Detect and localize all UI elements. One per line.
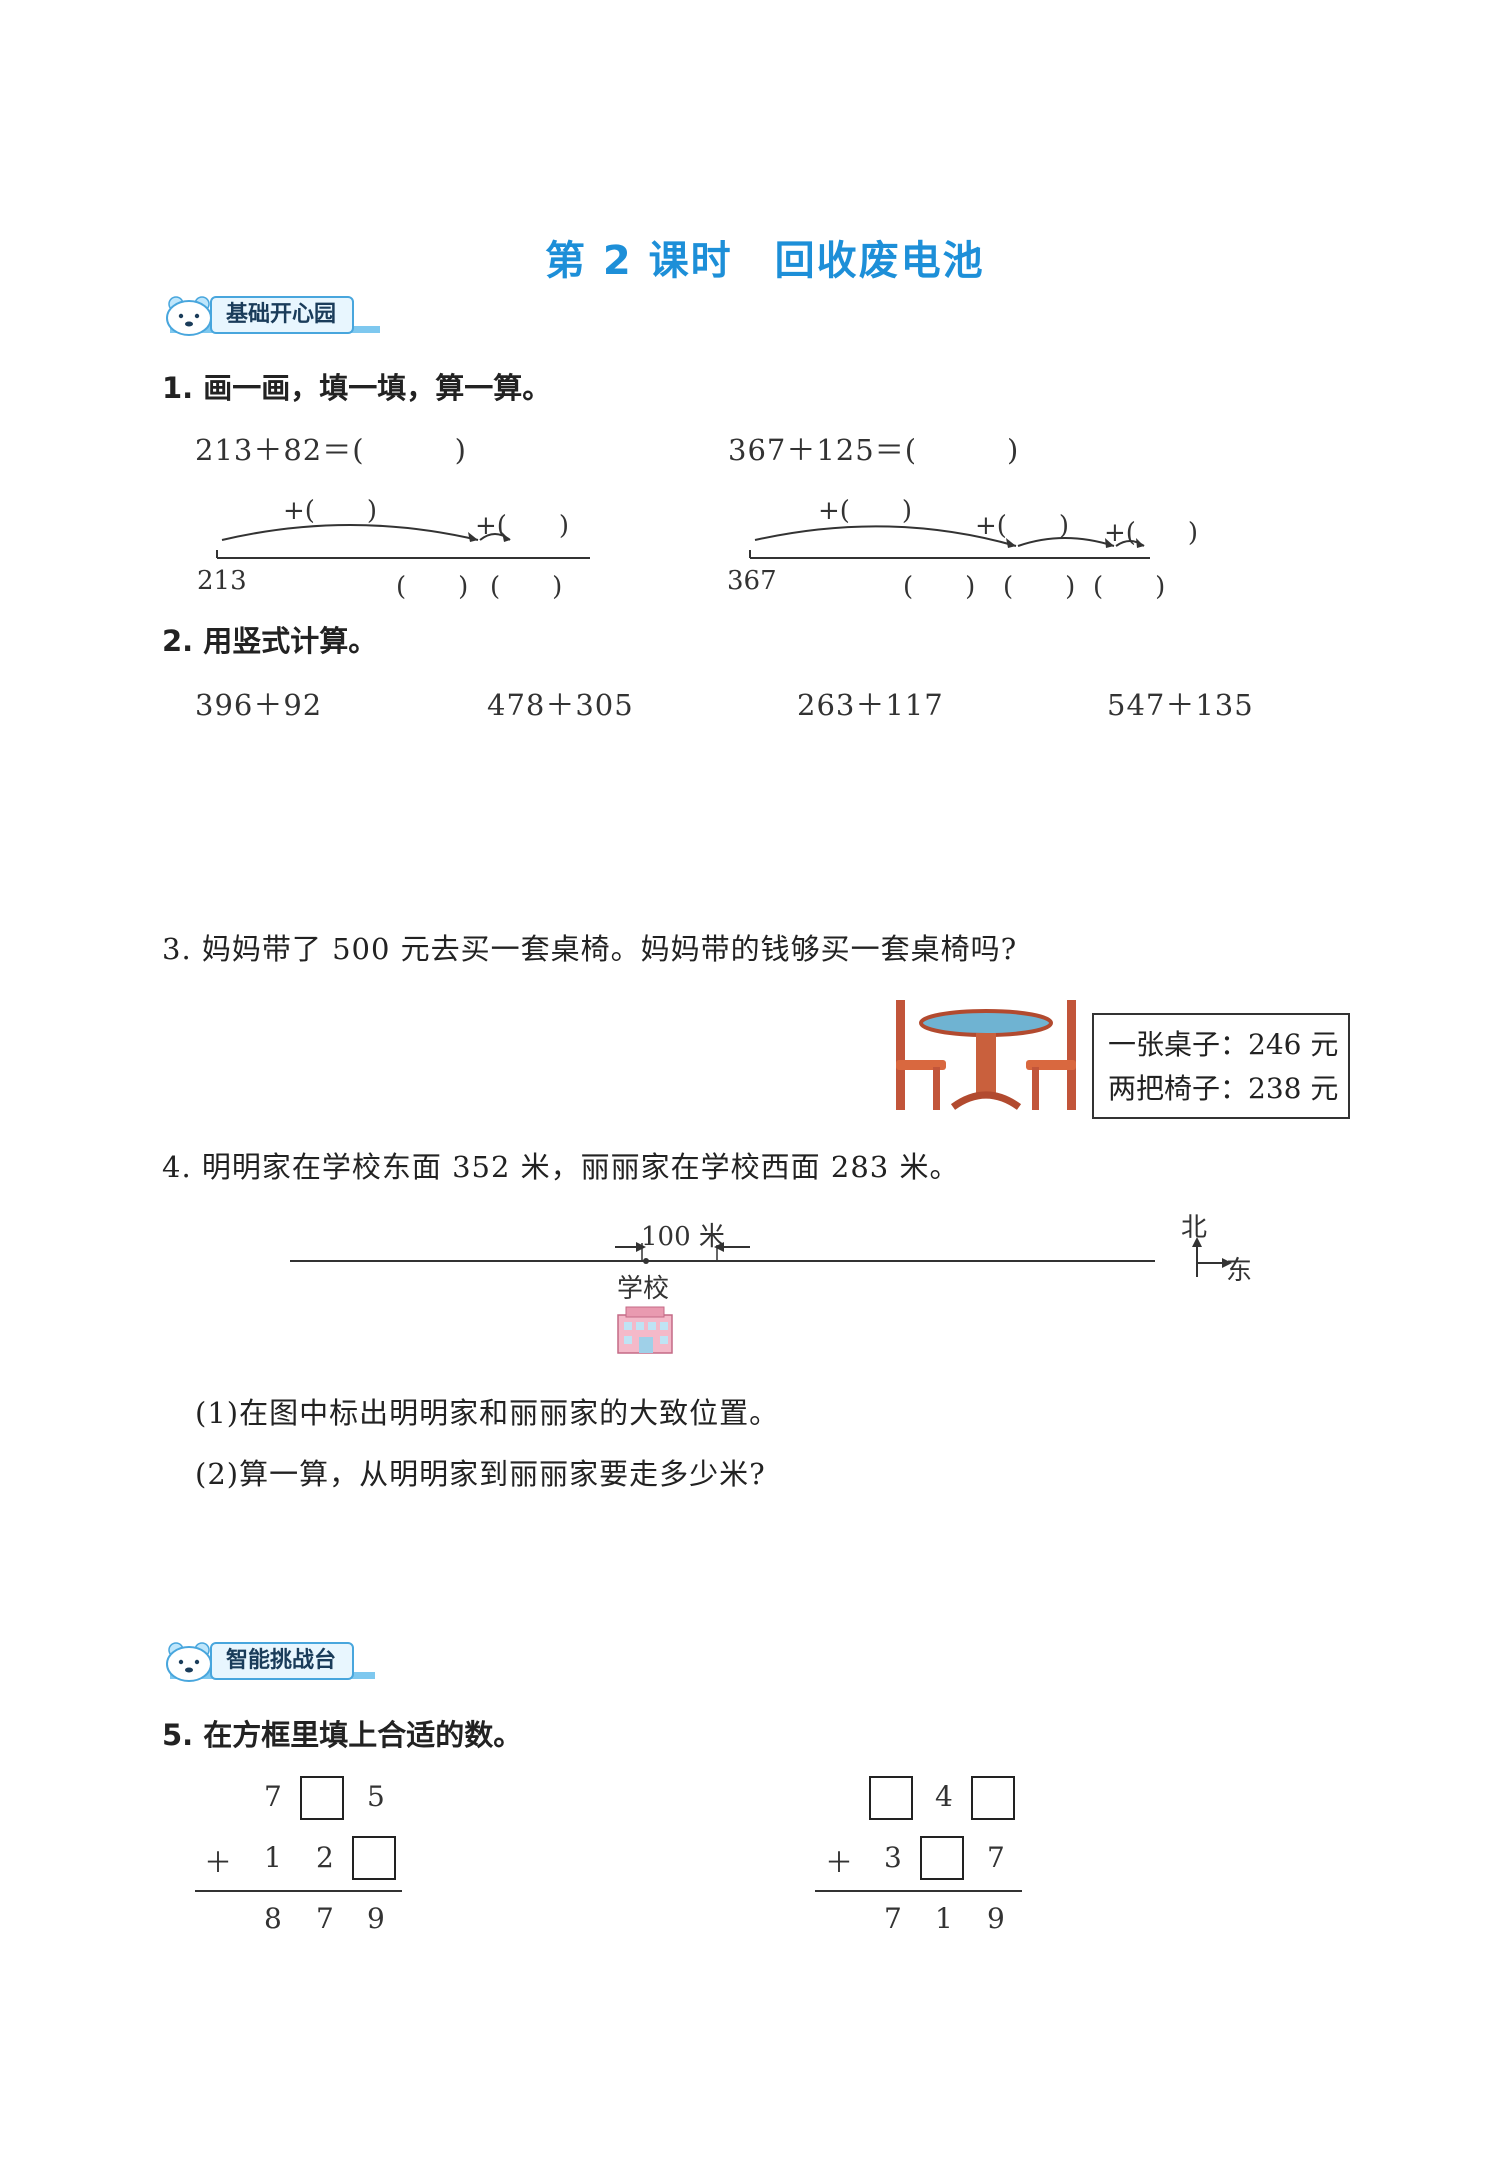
school-icon [617,1306,673,1354]
q1-eq-right: 367＋125＝( ) [728,433,1020,467]
q1-left-jump1: +( ) [283,496,378,526]
q1-eq-left: 213＋82＝( ) [195,433,467,467]
q2-item: 478＋305 [487,688,634,722]
q3-prompt: 3. 妈妈带了 500 元去买一套桌椅。妈妈带的钱够买一套桌椅吗? [162,932,1018,966]
sum-line [815,1890,1022,1892]
price-box: 一张桌子：246 元 两把椅子：238 元 [1092,1013,1351,1119]
q4-map [290,1237,1232,1354]
q4-sub1: (1)在图中标出明明家和丽丽家的大致位置。 [195,1396,780,1430]
digit: 3 [884,1841,902,1874]
q2-item: 547＋135 [1107,688,1254,722]
digit: 8 [264,1902,282,1935]
q1-prompt: 1. 画一画，填一填，算一算。 [162,371,552,405]
digit: 7 [987,1841,1005,1874]
digit: 7 [264,1780,282,1813]
compass-north: 北 [1181,1213,1208,1243]
q1-right-jump1: +( ) [818,496,913,526]
section-badge-challenge: 智能挑战台 [162,1642,382,1686]
compass-east: 东 [1226,1256,1253,1286]
q1-right-blank2: ( ) [1003,572,1076,602]
section-label: 基础开心园 [210,296,355,334]
price-table: 一张桌子：246 元 [1108,1028,1339,1061]
blank-box[interactable] [971,1776,1015,1820]
digit: 7 [316,1902,334,1935]
digit: 5 [367,1780,385,1813]
bear-icon [166,296,212,336]
bear-icon [166,1642,212,1682]
q1-left-blank2: ( ) [490,572,563,602]
price-chairs: 两把椅子：238 元 [1108,1072,1339,1105]
sum-line [195,1890,402,1892]
table-chairs-image [896,1000,1076,1110]
q1-number-lines [216,524,1150,559]
digit: 9 [987,1902,1005,1935]
school-label: 学校 [617,1274,670,1304]
page-title: 第 2 课时 回收废电池 [545,238,985,284]
plus-sign: ＋ [825,1846,854,1879]
digit: 7 [884,1902,902,1935]
q1-left-blank1: ( ) [396,572,469,602]
q1-left-start: 213 [197,566,247,596]
q1-right-blank3: ( ) [1093,572,1166,602]
q4-prompt: 4. 明明家在学校东面 352 米，丽丽家在学校西面 283 米。 [162,1150,960,1184]
digit: 1 [264,1841,282,1874]
section-badge-basic: 基础开心园 [162,296,382,340]
blank-box[interactable] [300,1776,344,1820]
q1-right-start: 367 [727,566,777,596]
digit: 4 [935,1780,953,1813]
q2-item: 396＋92 [195,688,323,722]
digit: 1 [935,1902,953,1935]
blank-box[interactable] [352,1836,396,1880]
digit: 2 [316,1841,334,1874]
blank-box[interactable] [869,1776,913,1820]
q2-item: 263＋117 [797,688,944,722]
q2-prompt: 2. 用竖式计算。 [162,624,378,658]
q1-right-blank1: ( ) [903,572,976,602]
q1-right-jump3: +( ) [1104,518,1199,548]
digit: 9 [367,1902,385,1935]
q4-sub2: (2)算一算，从明明家到丽丽家要走多少米? [195,1457,766,1491]
scale-label: 100 米 [641,1222,725,1252]
section-label: 智能挑战台 [210,1642,355,1680]
blank-box[interactable] [920,1836,964,1880]
q1-right-jump2: +( ) [975,511,1070,541]
plus-sign: ＋ [204,1846,233,1879]
q1-left-jump2: +( ) [475,511,570,541]
q5-prompt: 5. 在方框里填上合适的数。 [162,1718,523,1752]
